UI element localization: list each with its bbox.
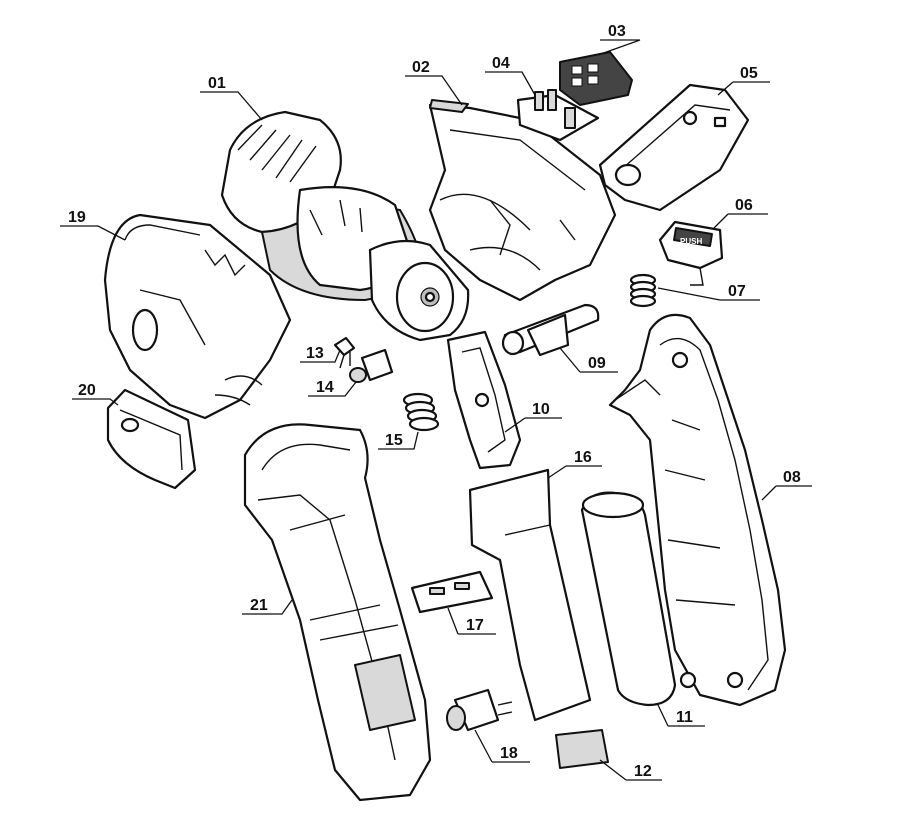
push-button-text: PUSH [680,237,702,246]
callout-text-07: 07 [728,283,746,300]
callout-12: 12 [599,759,662,781]
part-03-switch-cover [559,51,633,106]
callout-02: 02 [405,59,463,106]
part-15-spring [402,392,440,432]
part-11-battery [580,491,677,707]
callout-text-11: 11 [676,709,693,726]
callout-16: 16 [547,449,602,479]
callout-text-14: 14 [316,379,334,396]
part-06-push-button: PUSH [658,220,724,286]
part-12-label-plate [555,729,609,769]
callout-13: 13 [300,345,341,363]
callout-03: 03 [597,23,641,56]
callout-text-18: 18 [500,745,518,762]
callout-text-17: 17 [466,617,484,634]
callout-text-19: 19 [68,209,86,226]
part-07-spring [629,273,657,308]
callout-text-15: 15 [385,432,403,449]
part-18-charging-socket [446,688,513,732]
part-05-top-cover [598,83,750,212]
part-20-belt-clip [106,388,197,490]
part-17-contact-plate [410,570,494,614]
part-04-switch-board [516,89,600,142]
part-14-connector [349,348,394,383]
callout-text-04: 04 [492,55,510,72]
part-19-front-housing [103,213,292,420]
callout-text-12: 12 [634,763,652,780]
callout-text-21: 21 [250,597,268,614]
callout-text-03: 03 [608,23,626,40]
callout-20: 20 [72,382,119,406]
callout-11: 11 [657,704,705,727]
callout-09: 09 [559,347,618,373]
callout-text-02: 02 [412,59,430,76]
part-09-switch-slider [501,303,600,357]
callout-05: 05 [717,65,770,96]
callout-text-05: 05 [740,65,758,82]
callout-10: 10 [504,401,562,433]
part-10-switch-frame [446,330,522,470]
callout-text-10: 10 [532,401,550,418]
callout-08: 08 [761,469,812,501]
callout-text-01: 01 [208,75,226,92]
callout-text-20: 20 [78,382,96,399]
callout-21: 21 [242,597,293,615]
callout-text-13: 13 [306,345,324,362]
callout-19: 19 [60,209,126,241]
callout-text-06: 06 [735,197,753,214]
part-13-led [333,336,356,369]
callout-14: 14 [308,379,357,397]
callout-07: 07 [657,283,760,301]
part-08-right-housing [608,313,787,707]
callout-06: 06 [713,197,768,229]
callout-text-16: 16 [574,449,592,466]
part-01-chuck-gearbox [220,110,470,342]
part-21-left-handle [243,423,432,802]
callout-04: 04 [485,55,536,96]
callout-15: 15 [378,431,419,450]
part-16-pcb-board [468,468,592,722]
callout-18: 18 [474,729,530,763]
callout-17: 17 [447,607,496,635]
callout-text-08: 08 [783,469,801,486]
part-02-upper-housing [428,99,617,302]
callout-01: 01 [200,75,263,121]
callout-text-09: 09 [588,355,606,372]
